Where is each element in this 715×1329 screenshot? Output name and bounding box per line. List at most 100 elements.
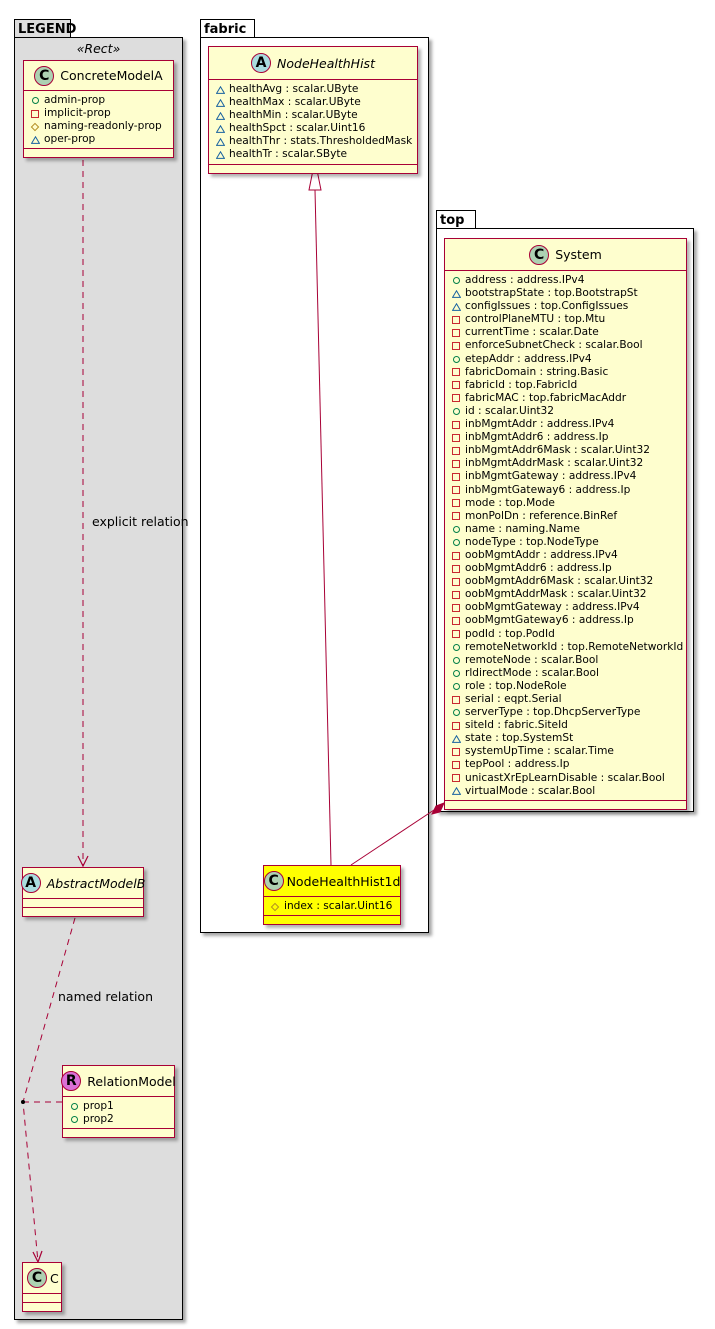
private-visibility-icon — [451, 498, 461, 508]
attribute-text: address : address.IPv4 — [465, 274, 585, 286]
private-visibility-icon — [451, 420, 461, 430]
class-header: C System — [445, 239, 686, 271]
inheritance-line — [314, 189, 332, 866]
attribute-text: oobMgmtGateway : address.IPv4 — [465, 601, 640, 614]
attribute-text: mode : top.Mode — [465, 496, 555, 509]
private-visibility-icon — [451, 380, 461, 390]
package-visibility-icon — [451, 734, 461, 744]
class-header: A AbstractModelB — [20, 868, 145, 899]
attribute-text: inbMgmtAddr : address.IPv4 — [465, 418, 615, 431]
public-visibility-icon — [451, 276, 461, 286]
attribute-row: naming-readonly-prop — [30, 120, 173, 133]
class-abstract-model-b[interactable]: A AbstractModelB — [20, 867, 145, 917]
private-visibility-icon — [451, 511, 461, 521]
private-visibility-icon — [451, 747, 461, 757]
attribute-text: naming-readonly-prop — [44, 120, 162, 133]
attribute-list: index : scalar.Uint16 — [264, 897, 400, 917]
private-visibility-icon — [451, 472, 461, 482]
attribute-row: tepPool : address.Ip — [451, 758, 686, 771]
attribute-text: prop1 — [83, 1100, 114, 1112]
attribute-row: oobMgmtGateway : address.IPv4 — [451, 601, 686, 614]
attribute-row: state : top.SystemSt — [451, 732, 686, 745]
attribute-row: nodeType : top.NodeType — [451, 536, 686, 549]
attribute-row: bootstrapState : top.BootstrapSt — [451, 287, 686, 300]
class-header: R RelationModel — [61, 1066, 176, 1097]
attribute-row: implicit-prop — [30, 107, 173, 120]
package-tab-legend: LEGEND — [14, 19, 76, 37]
private-visibility-icon — [451, 590, 461, 600]
attribute-text: inbMgmtGateway : address.IPv4 — [465, 470, 637, 483]
method-section — [23, 908, 143, 916]
private-visibility-icon — [451, 393, 461, 403]
attribute-row: virtualMode : scalar.Bool — [451, 785, 686, 798]
class-name: ConcreteModelA — [60, 68, 163, 83]
attribute-text: id : scalar.Uint32 — [465, 404, 555, 417]
class-badge-icon: C — [529, 244, 550, 265]
attribute-text: healthTr : scalar.SByte — [229, 148, 348, 161]
method-section — [23, 1303, 61, 1311]
class-node-health-hist[interactable]: A NodeHealthHist healthAvg : scalar.UByt… — [208, 46, 418, 174]
abstract-badge-icon: A — [20, 873, 41, 893]
public-visibility-icon — [30, 96, 40, 106]
private-visibility-icon — [451, 485, 461, 495]
attribute-row: index : scalar.Uint16 — [270, 900, 400, 913]
public-visibility-icon — [69, 1115, 79, 1125]
private-visibility-icon — [451, 446, 461, 456]
attribute-text: healthSpct : scalar.Uint16 — [229, 122, 366, 135]
attribute-text: healthMax : scalar.UByte — [229, 96, 361, 109]
relation-badge-icon: R — [61, 1071, 82, 1091]
attribute-text: role : top.NodeRole — [465, 679, 567, 692]
explicit-relation-arrowhead — [77, 855, 89, 868]
attribute-text: healthMin : scalar.UByte — [229, 109, 358, 122]
attribute-text: oobMgmtAddr6Mask : scalar.Uint32 — [465, 575, 654, 588]
private-visibility-icon — [451, 760, 461, 770]
package-visibility-icon — [215, 85, 225, 95]
attribute-row: unicastXrEpLearnDisable : scalar.Bool — [451, 772, 686, 785]
attribute-text: unicastXrEpLearnDisable : scalar.Bool — [465, 771, 665, 784]
attribute-row: oobMgmtAddr6 : address.Ip — [451, 562, 686, 575]
private-visibility-icon — [451, 721, 461, 731]
package-visibility-icon — [215, 98, 225, 108]
private-visibility-icon — [30, 109, 40, 119]
attribute-row: prop2 — [69, 1113, 174, 1126]
class-header: C C — [23, 1263, 61, 1294]
class-name: NodeHealthHist — [277, 55, 375, 71]
private-visibility-icon — [451, 341, 461, 351]
attribute-text: state : top.SystemSt — [465, 732, 574, 745]
public-visibility-icon — [451, 537, 461, 547]
attribute-text: tepPool : address.Ip — [465, 758, 570, 771]
class-node-health-hist-1d[interactable]: C NodeHealthHist1d index : scalar.Uint16 — [263, 865, 401, 926]
private-visibility-icon — [451, 459, 461, 469]
attribute-row: inbMgmtAddrMask : scalar.Uint32 — [451, 457, 686, 470]
class-c[interactable]: C C — [22, 1262, 62, 1312]
attribute-section — [23, 1294, 61, 1303]
attribute-text: nodeType : top.NodeType — [465, 535, 599, 548]
protected-visibility-icon — [270, 902, 280, 912]
public-visibility-icon — [451, 524, 461, 534]
public-visibility-icon — [451, 354, 461, 364]
private-visibility-icon — [451, 433, 461, 443]
attribute-text: podId : top.PodId — [465, 627, 555, 640]
attribute-text: inbMgmtGateway6 : address.Ip — [465, 483, 631, 496]
legend-stereotype: «Rect» — [76, 41, 121, 56]
attribute-row: enforceSubnetCheck : scalar.Bool — [451, 339, 686, 352]
attribute-row: inbMgmtGateway6 : address.Ip — [451, 484, 686, 497]
attribute-text: prop2 — [83, 1113, 114, 1126]
method-section — [24, 149, 173, 157]
attribute-text: remoteNode : scalar.Bool — [465, 653, 599, 666]
class-badge-icon: C — [263, 871, 284, 891]
private-visibility-icon — [451, 577, 461, 587]
method-section — [63, 1129, 174, 1137]
package-name-top: top — [440, 213, 465, 228]
class-header: C NodeHealthHist1d — [263, 866, 400, 897]
attribute-row: rldirectMode : scalar.Bool — [451, 667, 686, 680]
package-name-fabric: fabric — [204, 22, 247, 37]
class-name: C — [50, 1270, 59, 1286]
